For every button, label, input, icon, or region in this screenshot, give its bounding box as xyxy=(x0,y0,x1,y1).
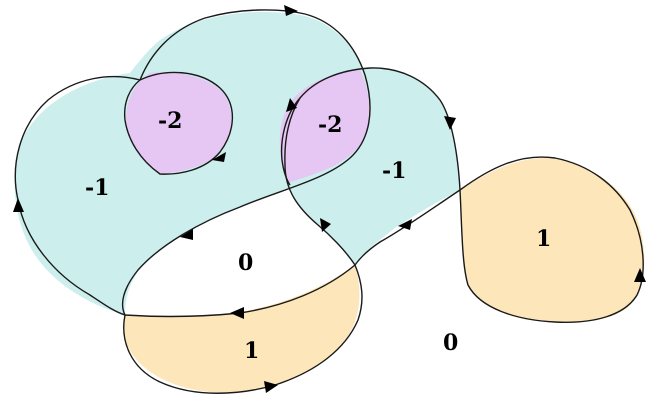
arrowheads xyxy=(13,5,646,393)
arrow-left-up xyxy=(13,198,24,212)
filled-regions xyxy=(14,11,645,393)
arrow-right-down xyxy=(444,116,456,130)
label-left-lobe: -1 xyxy=(85,175,109,201)
arrow-top xyxy=(284,5,298,16)
label-far-right: 1 xyxy=(536,226,551,252)
label-outside: 0 xyxy=(443,330,458,356)
arrow-center-left xyxy=(180,229,193,240)
region-inner-right-minus-2 xyxy=(279,70,370,183)
label-inner-left: -2 xyxy=(158,108,182,134)
arrow-bottom-right xyxy=(264,381,278,393)
arrow-inner-left xyxy=(212,152,226,162)
curve-top-hump xyxy=(121,9,371,316)
label-bottom: 1 xyxy=(244,338,259,364)
region-bottom-plus-1 xyxy=(124,265,360,393)
region-inner-left-minus-2 xyxy=(126,72,232,174)
arrow-far-right-up xyxy=(634,268,646,282)
label-right-lobe: -1 xyxy=(382,158,406,184)
arrow-bottom-left xyxy=(230,307,244,319)
arrow-center-up xyxy=(320,218,331,232)
label-center: 0 xyxy=(238,250,253,276)
arrow-inner-right xyxy=(286,98,297,112)
curve-right-loop xyxy=(299,67,644,323)
label-inner-right: -2 xyxy=(318,112,342,138)
curve-inner-left-loop xyxy=(123,71,234,175)
region-labels: -1 -2 -2 -1 0 1 1 0 xyxy=(85,108,551,364)
arrow-mid-left xyxy=(398,219,412,230)
region-far-right-plus-1 xyxy=(460,157,645,323)
curve-inner-right-loop xyxy=(280,97,301,186)
